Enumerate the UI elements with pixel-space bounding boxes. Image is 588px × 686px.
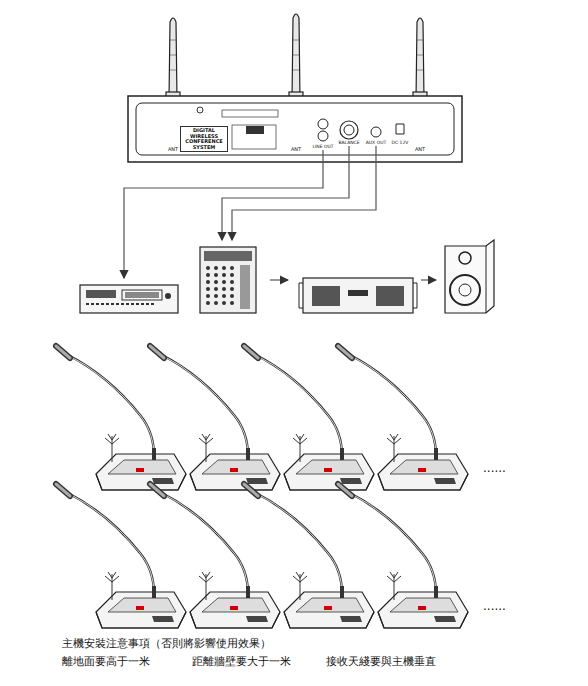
note-text: 距離牆壁要大于一米 <box>192 656 291 668</box>
nameplate: DIGITAL WIRELESS CONFERENCE SYSTEM <box>180 126 228 152</box>
note-text: 接收天綫要與主機垂直 <box>326 656 436 668</box>
port-label: ANT <box>291 147 301 153</box>
device-title: DIGITAL WIRELESS CONFERENCE SYSTEM <box>183 128 225 150</box>
port-label: DC 12V <box>392 141 409 146</box>
ellipsis: ...... <box>483 600 506 613</box>
note-text: 離地面要高于一米 <box>62 656 150 668</box>
port-label: ANT <box>168 147 178 153</box>
port-label: AUX OUT <box>366 141 386 146</box>
port-label: BALANCE <box>338 141 359 146</box>
port-label: ANT <box>415 147 425 153</box>
note-heading: 主機安裝注意事項（否則將影響使用效果） <box>62 638 271 650</box>
port-label: LINE OUT <box>312 145 333 150</box>
ellipsis: ...... <box>483 462 506 475</box>
